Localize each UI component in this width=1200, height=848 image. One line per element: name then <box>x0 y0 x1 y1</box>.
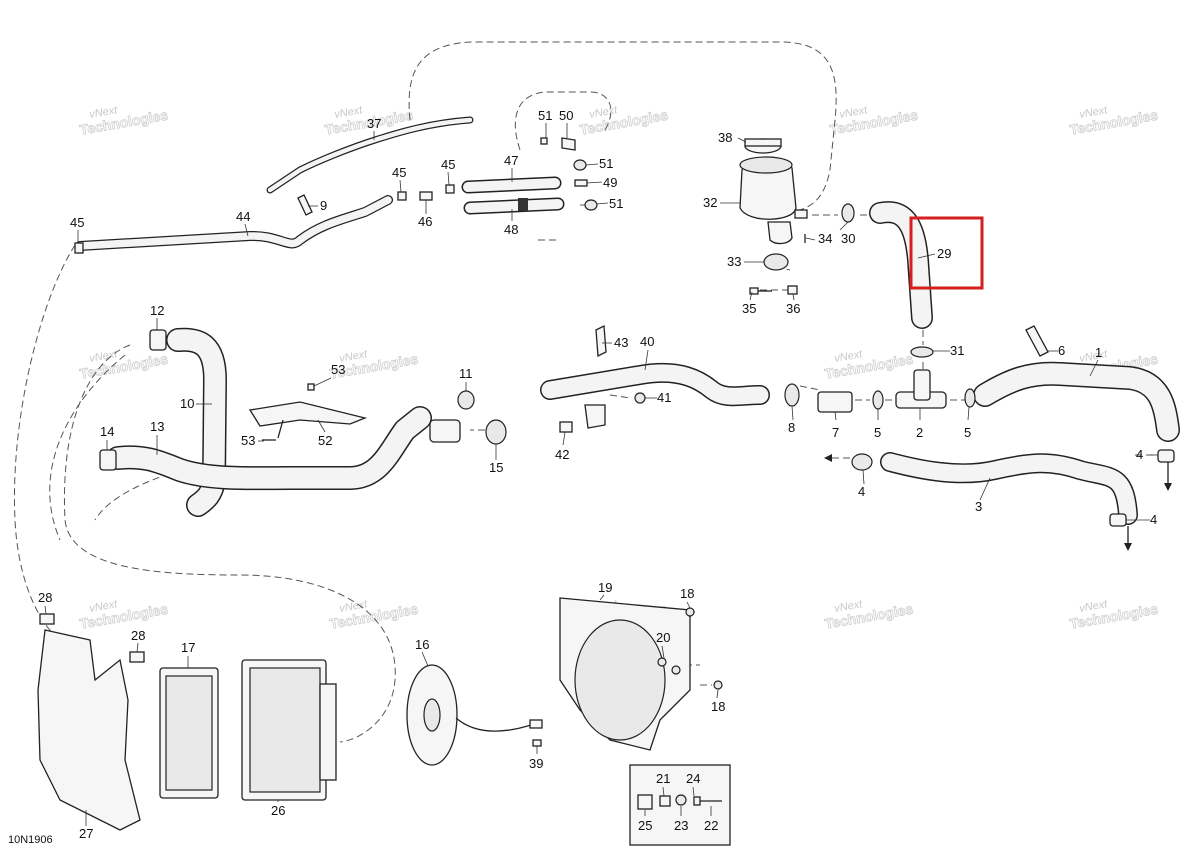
callout-52: 52 <box>318 433 332 448</box>
callout-12: 12 <box>150 303 164 318</box>
callout-21: 21 <box>656 771 670 786</box>
callout-1: 1 <box>1095 345 1102 360</box>
callout-32: 32 <box>703 195 717 210</box>
watermark-line1: vNext <box>88 598 119 615</box>
callout-27: 27 <box>79 826 93 841</box>
callout-34: 34 <box>818 231 832 246</box>
callout-33: 33 <box>727 254 741 269</box>
hoses <box>75 116 1180 525</box>
callout-23: 23 <box>674 818 688 833</box>
watermark-line1: vNext <box>838 104 869 121</box>
callout-13: 13 <box>150 419 164 434</box>
callout-51a: 51 <box>538 108 552 123</box>
callout-42: 42 <box>555 447 569 462</box>
callout-37: 37 <box>367 116 381 131</box>
watermark-line1: vNext <box>833 598 864 615</box>
leader-lines <box>44 123 1158 826</box>
callout-49: 49 <box>603 175 617 190</box>
callout-4c: 4 <box>1150 512 1157 527</box>
watermark-line1: vNext <box>588 104 619 121</box>
callout-51c: 51 <box>609 196 623 211</box>
callout-8: 8 <box>788 420 795 435</box>
watermark-line1: vNext <box>338 348 369 365</box>
callout-28b: 28 <box>131 628 145 643</box>
watermark-line1: vNext <box>88 348 119 365</box>
callout-15: 15 <box>489 460 503 475</box>
callout-18a: 18 <box>680 586 694 601</box>
callout-4b: 4 <box>1136 447 1143 462</box>
highlight-part-29 <box>909 216 984 290</box>
callout-10: 10 <box>180 396 194 411</box>
callout-25: 25 <box>638 818 652 833</box>
callout-50: 50 <box>559 108 573 123</box>
callout-17: 17 <box>181 640 195 655</box>
callout-16: 16 <box>415 637 429 652</box>
watermark-line1: vNext <box>833 348 864 365</box>
parts <box>37 137 1175 846</box>
callout-44: 44 <box>236 209 250 224</box>
callout-11: 11 <box>459 366 473 381</box>
callout-45c: 45 <box>441 157 455 172</box>
callout-46: 46 <box>418 214 432 229</box>
callout-41: 41 <box>657 390 671 405</box>
watermark-line1: vNext <box>1078 348 1109 365</box>
watermark-line1: vNext <box>338 598 369 615</box>
callout-36: 36 <box>786 301 800 316</box>
callout-38: 38 <box>718 130 732 145</box>
callout-29: 29 <box>937 246 951 261</box>
flow-arrows <box>824 454 1172 551</box>
callout-20: 20 <box>656 630 670 645</box>
callout-51b: 51 <box>599 156 613 171</box>
callout-47: 47 <box>504 153 518 168</box>
callout-30: 30 <box>841 231 855 246</box>
callout-28a: 28 <box>38 590 52 605</box>
callout-39: 39 <box>529 756 543 771</box>
callout-19: 19 <box>598 580 612 595</box>
callout-6: 6 <box>1058 343 1065 358</box>
watermark-line1: vNext <box>333 104 364 121</box>
diagram-code: 10N1906 <box>8 834 53 846</box>
callout-22: 22 <box>704 818 718 833</box>
callout-40: 40 <box>640 334 654 349</box>
callout-5a: 5 <box>874 425 881 440</box>
watermark-line1: vNext <box>1078 598 1109 615</box>
callout-5b: 5 <box>964 425 971 440</box>
callout-9: 9 <box>320 198 327 213</box>
watermark-line1: vNext <box>1078 104 1109 121</box>
callout-48: 48 <box>504 222 518 237</box>
callout-53b: 53 <box>241 433 255 448</box>
callout-45b: 45 <box>392 165 406 180</box>
callout-35: 35 <box>742 301 756 316</box>
callout-31: 31 <box>950 343 964 358</box>
callout-18b: 18 <box>711 699 725 714</box>
callout-3: 3 <box>975 499 982 514</box>
callout-labels: 1 2 3 4 4 4 5 5 6 7 8 9 10 11 12 13 14 1… <box>38 108 1157 841</box>
callout-7: 7 <box>832 425 839 440</box>
callout-43: 43 <box>614 335 628 350</box>
callout-53a: 53 <box>331 362 345 377</box>
callout-26: 26 <box>271 803 285 818</box>
callout-24: 24 <box>686 771 700 786</box>
watermark-line1: vNext <box>88 104 119 121</box>
callout-2: 2 <box>916 425 923 440</box>
callout-14: 14 <box>100 424 114 439</box>
callout-4a: 4 <box>858 484 865 499</box>
callout-45a: 45 <box>70 215 84 230</box>
